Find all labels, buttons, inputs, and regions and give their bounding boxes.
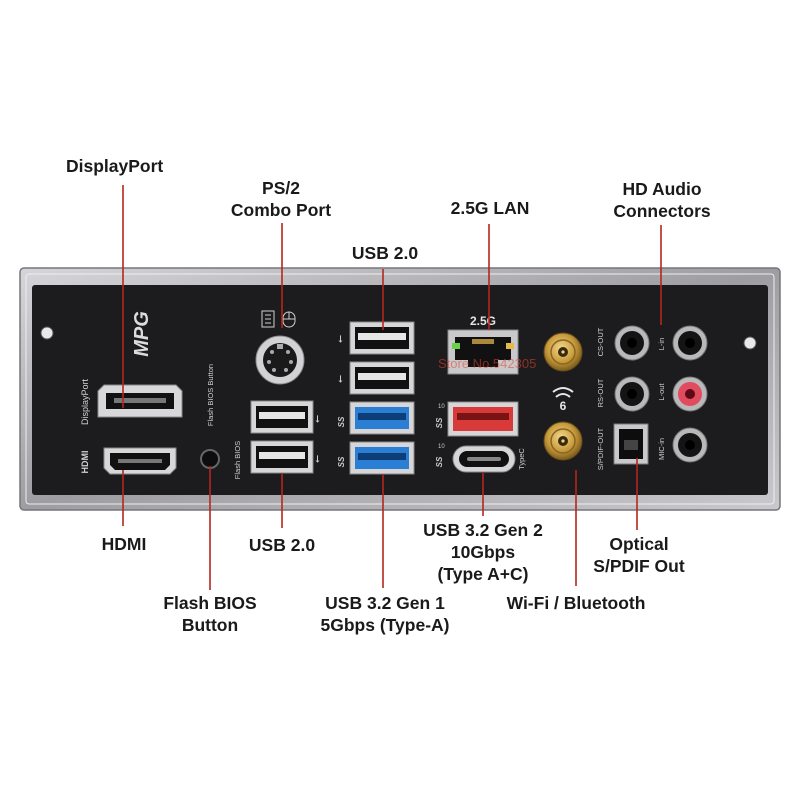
flash-bios-print: Flash BIOS (233, 441, 242, 479)
audio-jack-rs-out (614, 376, 650, 412)
audio-jack-line-out (672, 376, 708, 412)
label-usb32-gen1: USB 3.2 Gen 1 5Gbps (Type-A) (320, 593, 450, 635)
ss10-num-a: 10 (438, 404, 445, 410)
usb-icon-left-2: ⭠ (312, 455, 323, 463)
label-flash-bios-button: Flash BIOS Button (163, 593, 257, 635)
screw-hole-right (743, 336, 757, 350)
usb20-top-port-1 (349, 321, 415, 355)
optical-spdif-port (613, 423, 649, 465)
rs-out-print: RS-OUT (596, 378, 605, 407)
usb20-left-port-1 (250, 400, 314, 434)
usb32-gen1-port-1 (349, 401, 415, 435)
ps2-combo-port (255, 335, 305, 385)
label-optical-spdif-out: Optical S/PDIF Out (593, 534, 685, 576)
ss-print-1: SS (337, 416, 346, 427)
flash-bios-button (200, 449, 220, 469)
label-2-5g-lan: 2.5G LAN (450, 198, 530, 218)
label-usb20-top: USB 2.0 (351, 243, 419, 263)
label-hdmi: HDMI (101, 534, 147, 554)
audio-jack-line-in (672, 325, 708, 361)
keyboard-icon (261, 310, 275, 328)
mpg-logo: MPG (131, 311, 153, 357)
spdif-out-print: S/PDIF-OUT (596, 427, 605, 470)
lan-port (447, 329, 519, 375)
usb-icon-left-1: ⭠ (312, 415, 323, 423)
label-usb32-gen2: USB 3.2 Gen 2 10Gbps (Type A+C) (423, 520, 543, 584)
wifi6-icon: 6 (552, 387, 574, 413)
lan-speed-print: 2.5G (470, 314, 496, 328)
wifi-antenna-connector-1 (543, 332, 583, 372)
usb-typec-port (452, 445, 516, 473)
audio-jack-cs-out (614, 325, 650, 361)
wifi6-number: 6 (560, 399, 567, 413)
screw-hole-left (40, 326, 54, 340)
mic-in-print: MIC-in (657, 438, 666, 460)
l-out-print: L-out (657, 383, 666, 401)
wifi-antenna-connector-2 (543, 421, 583, 461)
label-displayport: DisplayPort (66, 156, 164, 176)
l-in-print: L-in (657, 338, 666, 351)
ss10-print-a: SS (435, 417, 444, 428)
usb20-top-port-2 (349, 361, 415, 395)
hdmi-port (103, 447, 177, 475)
flash-bios-button-print: Flash BIOS Button (206, 364, 215, 426)
usb-icon-col-2: ⭠ (335, 375, 346, 383)
usb32-gen1-port-2 (349, 441, 415, 475)
usb32-gen2-typea-port (447, 401, 519, 437)
ss10-print-c: SS (435, 456, 444, 467)
leader-lines (122, 185, 662, 590)
usb-icon-col-1: ⭠ (335, 335, 346, 343)
audio-jack-mic-in (672, 427, 708, 463)
displayport-print: DisplayPort (80, 378, 90, 425)
label-wifi-bluetooth: Wi-Fi / Bluetooth (506, 593, 646, 613)
label-usb20-bottom: USB 2.0 (248, 535, 316, 555)
label-ps2-combo-port: PS/2 Combo Port (230, 178, 332, 220)
cs-out-print: CS-OUT (596, 327, 605, 356)
hdmi-print: HDMI (80, 451, 90, 474)
displayport-port (97, 384, 183, 418)
usb20-left-port-2 (250, 440, 314, 474)
ss10-num-c: 10 (438, 444, 445, 450)
typec-print: TypeC (517, 448, 526, 470)
mouse-icon (282, 311, 296, 328)
store-watermark: Store No.542305 (438, 356, 537, 371)
ss-print-2: SS (337, 456, 346, 467)
label-hd-audio-connectors: HD Audio Connectors (613, 179, 711, 221)
